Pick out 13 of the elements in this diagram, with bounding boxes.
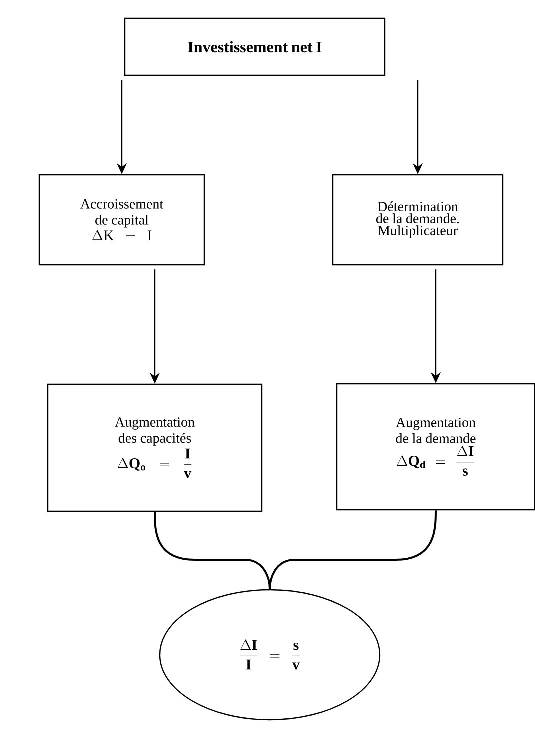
process-box — [336, 383, 535, 511]
node-text: Investissement net I — [188, 41, 322, 53]
result-ellipse — [159, 589, 381, 721]
node-text: $\frac{\Delta\mathbf{I}}{\mathbf{I}} = \frac{\mathbf{s}}{\mathbf{v}}$ — [240, 640, 300, 670]
process-box — [38, 174, 206, 266]
process-box — [47, 384, 263, 512]
brace — [269, 510, 437, 590]
node-text: Accroissement de capital $\Delta\mathrm{K} = \mathrm{I}$ — [80, 199, 164, 241]
node-text: Augmentation des capacités $\Delta\mathbf{Q_o}\ =\ \frac{\mathbf{I}}{\mathbf{v}}$ — [115, 418, 195, 478]
node-text: Augmentation de la demande $\Delta\mathbf{Q_d} = \frac{\Delta\mathbf{I}}{\mathbf{s}}$ — [396, 418, 476, 476]
process-box — [332, 174, 504, 266]
process-box — [124, 18, 386, 76]
node-text: Détermination de la demande. Multiplicateur — [376, 202, 460, 238]
